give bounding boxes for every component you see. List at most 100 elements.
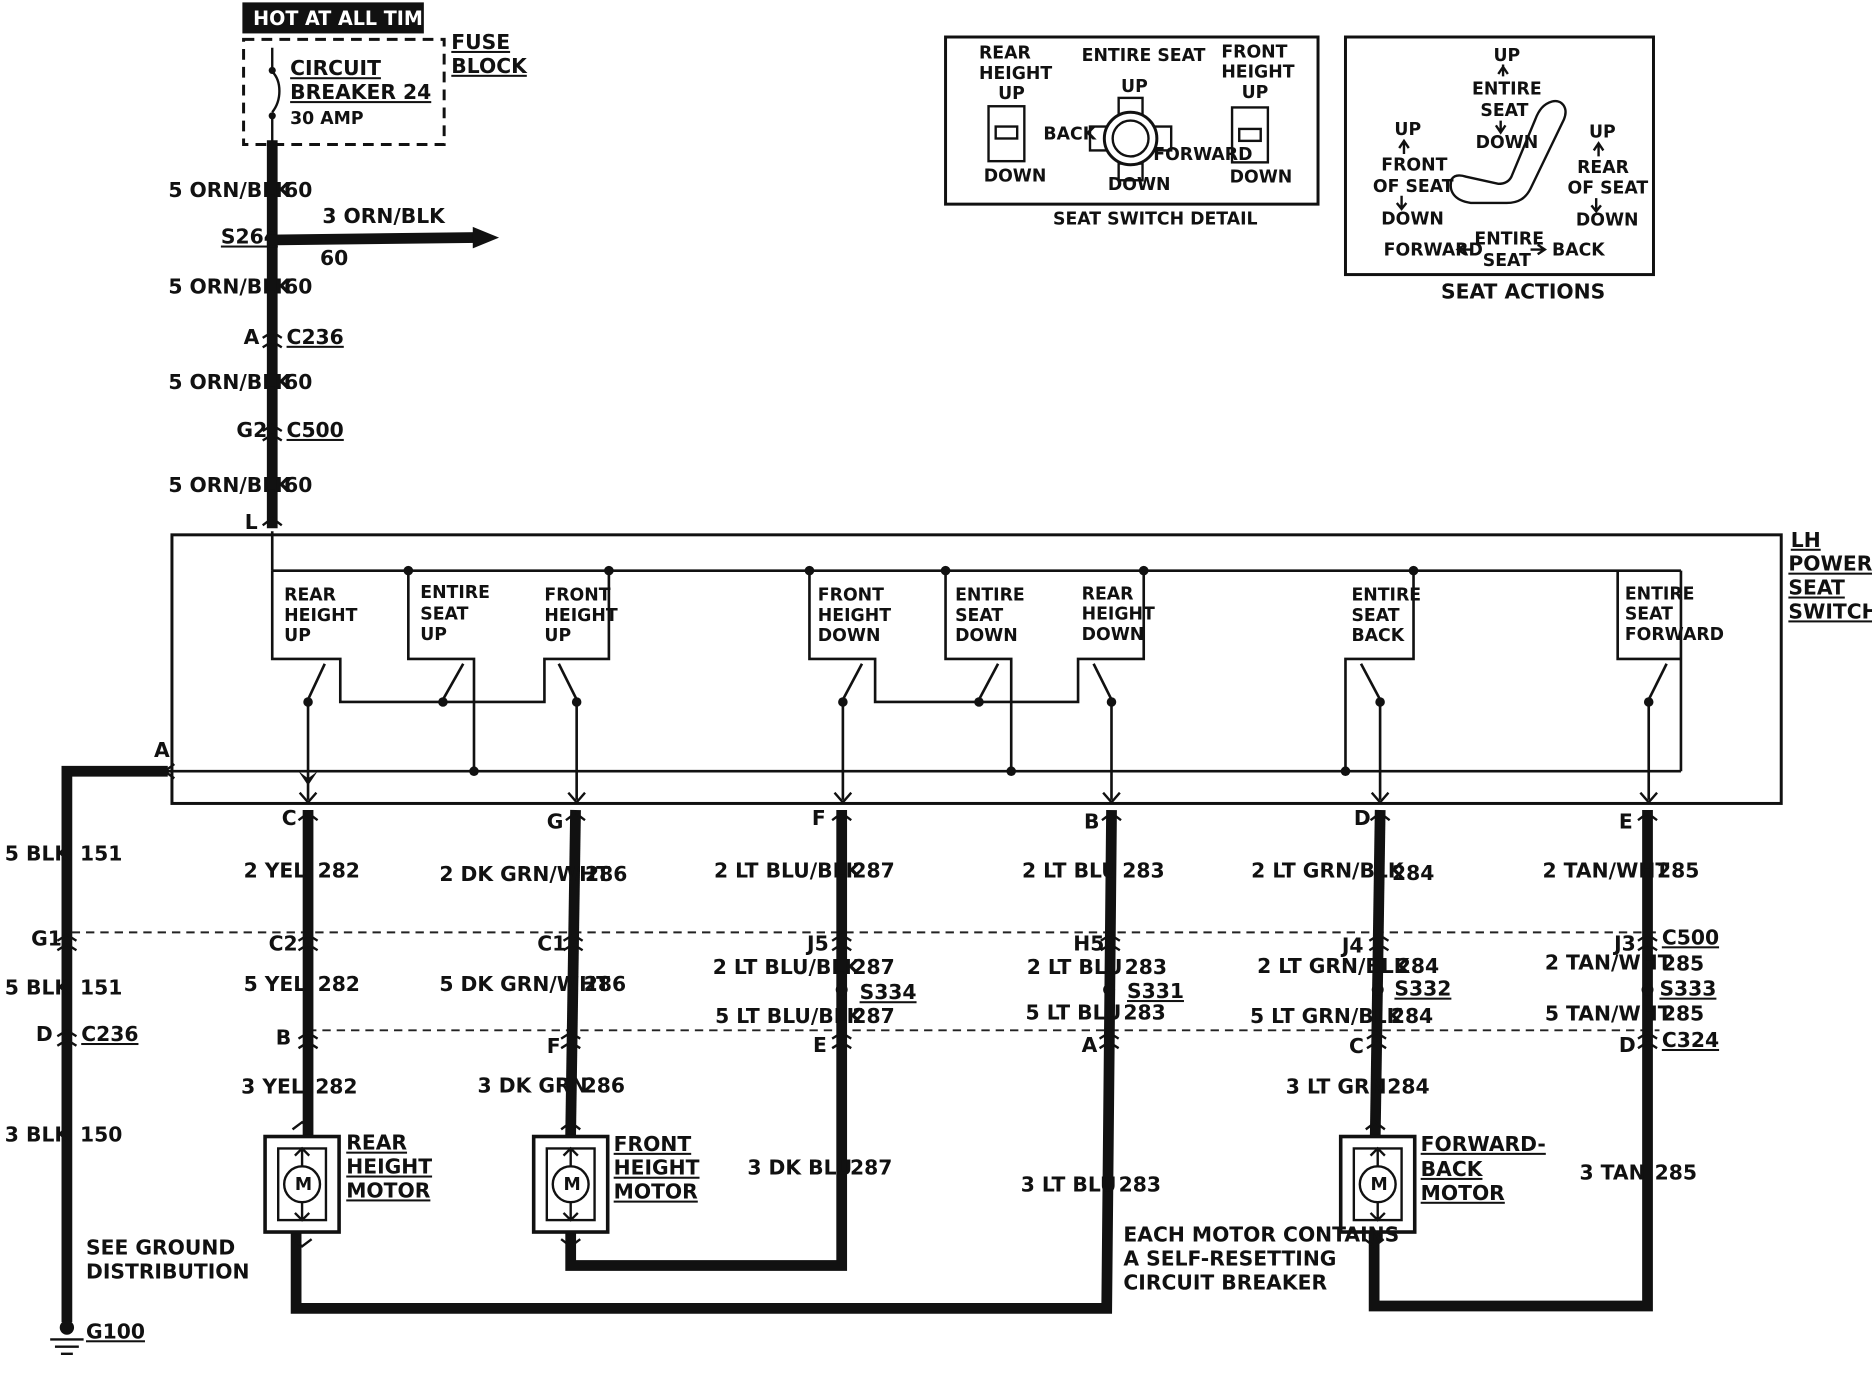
- branch-wire: [266, 232, 479, 246]
- sw-entire-seat-up-2: SEAT: [420, 605, 468, 625]
- sw-rear-height-down-3: DOWN: [1082, 625, 1145, 645]
- wire-283-a-color: 2 LT BLU: [1022, 858, 1118, 882]
- pin-e: E: [1619, 810, 1633, 834]
- detail-rear-height-3: UP: [998, 84, 1025, 104]
- seat-switch-detail-box: [944, 35, 1320, 206]
- rear-motor-label-2: HEIGHT: [346, 1155, 432, 1179]
- actions-rear-up: UP: [1589, 122, 1616, 142]
- rear-height-rocker-icon: [987, 105, 1026, 163]
- wire-284-c-color: 5 LT GRN/BLK: [1250, 1004, 1404, 1028]
- wire-284-d-color: 3 LT GRN: [1286, 1075, 1387, 1099]
- detail-back: BACK: [1043, 125, 1096, 145]
- front-motor-label-2: HEIGHT: [614, 1156, 700, 1180]
- actions-bottom-back: BACK: [1552, 240, 1605, 260]
- branch-arrow-icon: [472, 226, 500, 249]
- pin-f-lower: F: [547, 1034, 561, 1058]
- wire-285-a-color: 2 TAN/WHT: [1542, 858, 1669, 882]
- feed-wire-2-color: 5 ORN/BLK: [168, 275, 292, 299]
- feed-wire-3-circuit: 60: [284, 370, 312, 394]
- actions-top-seat: SEAT: [1480, 101, 1528, 121]
- switch-internal-wiring: [167, 531, 1683, 800]
- sw-entire-seat-forward-3: FORWARD: [1625, 625, 1724, 645]
- connector-chevrons: [297, 771, 1658, 1050]
- pin-c2: C2: [269, 931, 298, 955]
- sw-entire-seat-back-2: SEAT: [1351, 606, 1399, 626]
- breaker-label-2: BREAKER 24: [290, 80, 431, 104]
- circuit-breaker-icon: [271, 47, 281, 146]
- output-wire-282: C 2 YEL 282 C2 5 YEL 282 B 3 YEL 282: [241, 806, 360, 1138]
- pin-g: G: [547, 810, 564, 834]
- switch-junction-dots: [303, 565, 1654, 776]
- sw-entire-seat-down-2: SEAT: [955, 606, 1003, 626]
- sw-rear-height-up-3: UP: [284, 626, 311, 646]
- fb-motor-label-1: FORWARD-: [1421, 1132, 1546, 1156]
- wire-284-c-circuit: 284: [1391, 1004, 1433, 1028]
- conn-c236: C236: [287, 325, 344, 349]
- sw-front-height-down-3: DOWN: [818, 626, 881, 646]
- forward-back-motor: M: [1338, 1120, 1417, 1248]
- detail-rear-down: DOWN: [984, 166, 1047, 186]
- detail-front-height-1: FRONT: [1221, 42, 1287, 62]
- sw-front-height-up-3: UP: [544, 626, 571, 646]
- pin-j4: J4: [1340, 934, 1364, 958]
- wire-283-b-color: 2 LT BLU: [1027, 955, 1123, 979]
- wire-285-c-color: 5 TAN/WHT: [1545, 1002, 1672, 1026]
- ground-g100: G100: [86, 1319, 145, 1343]
- actions-rear-down: DOWN: [1576, 211, 1639, 231]
- ground-wire-2-color: 5 BLK: [5, 975, 72, 999]
- fb-motor-label-2: BACK: [1421, 1157, 1484, 1181]
- ground-c236: C236: [81, 1022, 138, 1046]
- see-ground-1: SEE GROUND: [86, 1236, 235, 1260]
- sw-entire-seat-up-3: UP: [420, 625, 447, 645]
- actions-rear-ofseat: OF SEAT: [1568, 178, 1649, 198]
- ground-wire-1-color: 5 BLK: [5, 842, 72, 866]
- wire-285-c-circuit: 285: [1662, 1002, 1704, 1026]
- detail-entire-seat: ENTIRE SEAT: [1082, 46, 1206, 66]
- wire-282-c-circuit: 282: [315, 1075, 357, 1099]
- output-wire-286: G 2 DK GRN/WHT 286 C1 5 DK GRN/WHT 286 F…: [439, 810, 627, 1138]
- feed-wire-2-circuit: 60: [284, 275, 312, 299]
- sw-front-height-down-2: HEIGHT: [818, 606, 891, 626]
- detail-rear-height-1: REAR: [979, 43, 1031, 63]
- wire-287-c-circuit: 287: [852, 1004, 894, 1028]
- sw-entire-seat-up-1: ENTIRE: [420, 583, 490, 603]
- ground-wire-3-color: 3 BLK: [5, 1122, 72, 1146]
- wire-283-d-circuit: 283: [1119, 1172, 1161, 1196]
- detail-rear-height-2: HEIGHT: [979, 64, 1052, 84]
- detail-front-height-3: UP: [1242, 83, 1269, 103]
- feed-wire-4-circuit: 60: [284, 473, 312, 497]
- conn-c500-pin: G2: [236, 418, 267, 442]
- entire-seat-knob-icon: [1088, 96, 1173, 182]
- actions-front-up: UP: [1394, 120, 1421, 140]
- conn-c500-right: C500: [1662, 925, 1719, 949]
- pin-h5: H5: [1073, 931, 1104, 955]
- fb-motor-label-3: MOTOR: [1421, 1181, 1505, 1205]
- wire-286-b-color: 5 DK GRN/WHT: [439, 972, 610, 996]
- actions-bottom-entire: ENTIRE: [1474, 230, 1544, 250]
- wire-285-b-circuit: 285: [1662, 952, 1704, 976]
- see-ground-2: DISTRIBUTION: [86, 1260, 250, 1284]
- pin-b: B: [276, 1026, 291, 1050]
- sw-entire-seat-forward-2: SEAT: [1625, 605, 1673, 625]
- sw-front-height-up-1: FRONT: [544, 585, 610, 605]
- wire-286-c-color: 3 DK GRN: [478, 1073, 588, 1097]
- ground-g1: G1: [31, 927, 62, 951]
- pin-a-lower: A: [1082, 1033, 1098, 1057]
- detail-front-down: DOWN: [1230, 168, 1293, 188]
- wire-287-a-color: 2 LT BLU/BLK: [714, 858, 863, 882]
- wire-287-a-circuit: 287: [852, 858, 894, 882]
- feed-wire-1-color: 5 ORN/BLK: [168, 178, 292, 202]
- fuse-block-label-2: BLOCK: [451, 54, 528, 78]
- front-motor-label-3: MOTOR: [614, 1180, 698, 1204]
- breaker-rating: 30 AMP: [290, 109, 363, 129]
- pin-c1: C1: [537, 931, 566, 955]
- sw-front-height-up-2: HEIGHT: [544, 606, 617, 626]
- wire-282-a-circuit: 282: [318, 858, 360, 882]
- output-wire-284: D 2 LT GRN/BLK 284 J4 2 LT GRN/BLK 284 S…: [1250, 806, 1451, 1138]
- wire-284-a-color: 2 LT GRN/BLK: [1251, 858, 1405, 882]
- pin-e-lower: E: [813, 1033, 827, 1057]
- detail-entire-down: DOWN: [1108, 175, 1171, 195]
- feed-wire-4-color: 5 ORN/BLK: [168, 473, 292, 497]
- sw-entire-seat-back-3: BACK: [1351, 626, 1404, 646]
